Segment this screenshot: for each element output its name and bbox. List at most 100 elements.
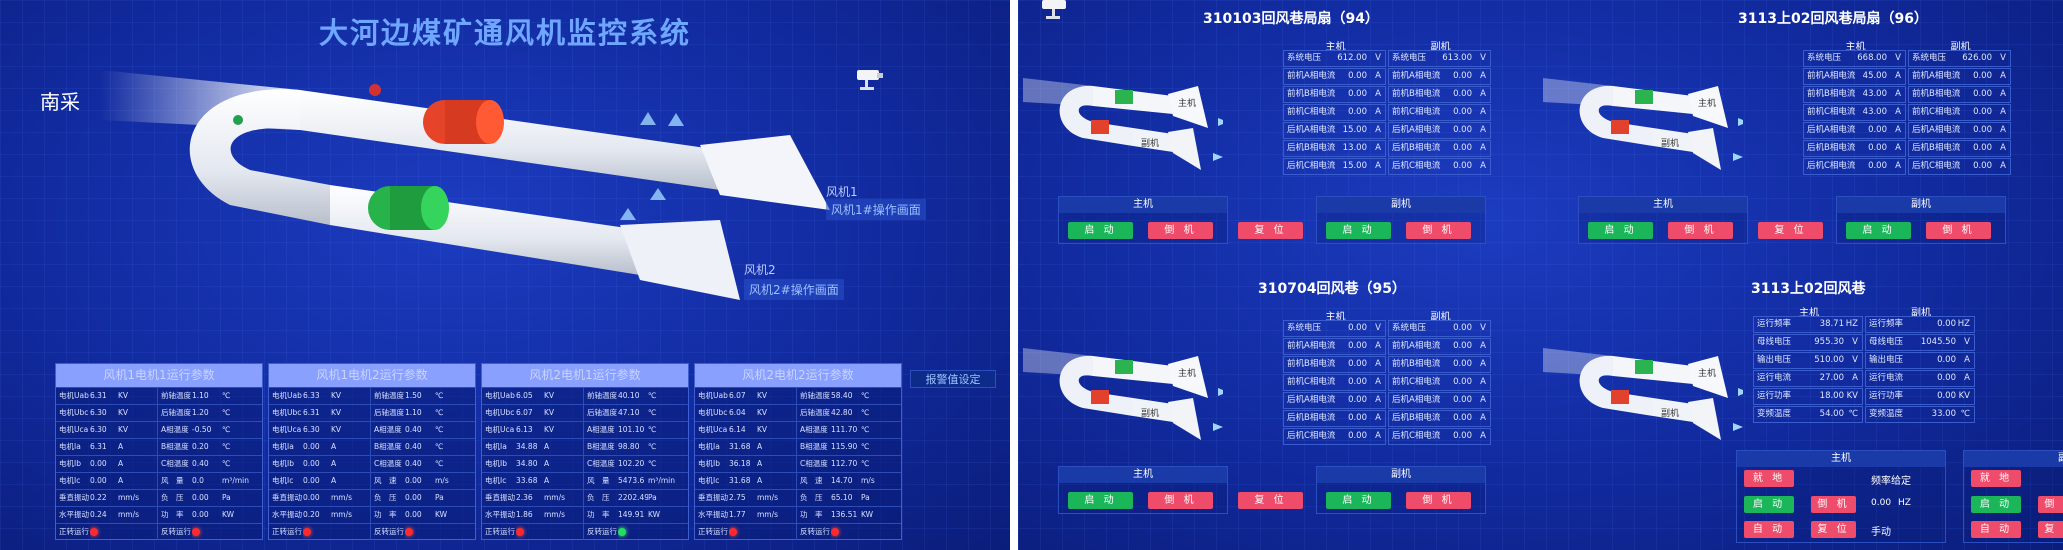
param-name: 前机A相电流 — [1392, 71, 1441, 81]
param-value: 955.30 — [1814, 337, 1844, 347]
param-name: 电机Uca — [272, 425, 302, 434]
param-name: 前轴温度 — [800, 391, 830, 400]
param-unit: A — [1480, 125, 1486, 135]
main-start-button[interactable]: 启 动 — [1744, 496, 1794, 513]
param-value: 0.00 — [405, 493, 422, 502]
param-name: 风 速 — [374, 476, 397, 485]
param-value: 0.00 — [405, 476, 422, 485]
param-unit: Pa — [222, 493, 231, 502]
fan-aux-tag: 副机 — [1141, 139, 1160, 149]
control-header: 副机 — [1837, 197, 2005, 213]
forward-run-indicator-icon — [516, 528, 524, 536]
param-unit: A — [2000, 143, 2006, 153]
param-value: 65.10 — [831, 493, 853, 502]
aux-auto-button[interactable]: 自 动 — [1971, 521, 2021, 538]
aux-reset-button[interactable]: 复 位 — [2038, 521, 2063, 538]
param-unit: ℃ — [222, 408, 231, 417]
param-value: 6.31 — [90, 391, 107, 400]
param-unit: A — [1480, 89, 1486, 99]
main-local-button[interactable]: 就 地 — [1744, 470, 1794, 487]
aux-switch-button[interactable]: 倒 机 — [2038, 496, 2063, 513]
main-switch-button[interactable]: 倒 机 — [1148, 492, 1213, 509]
param-value: 612.00 — [1337, 53, 1367, 63]
aux-start-button[interactable]: 启 动 — [1326, 222, 1391, 239]
reset-button[interactable]: 复 位 — [1758, 222, 1823, 239]
param-unit: A — [1895, 71, 1901, 81]
param-name: 前机B相电流 — [1287, 359, 1336, 369]
param-unit: V — [1375, 323, 1381, 333]
main-reset-button[interactable]: 复 位 — [1811, 521, 1856, 538]
param-value: 2.75 — [729, 493, 746, 502]
param-value: 0.00 — [1973, 143, 1992, 153]
reset-button[interactable]: 复 位 — [1238, 492, 1303, 509]
param-unit: A — [1895, 143, 1901, 153]
main-switch-button[interactable]: 倒 机 — [1148, 222, 1213, 239]
fan2-label: 风机2 — [744, 263, 776, 277]
param-value: 0.00 — [1937, 391, 1956, 401]
param-value: 0.00 — [1453, 341, 1472, 351]
param-unit: ℃ — [648, 391, 657, 400]
param-unit: KW — [861, 510, 874, 519]
reset-button[interactable]: 复 位 — [1238, 222, 1303, 239]
param-value: 0.00 — [1453, 71, 1472, 81]
param-value: 6.05 — [516, 391, 533, 400]
param-value: 33.68 — [516, 476, 538, 485]
param-header-aux: 副机 — [1430, 312, 1451, 323]
param-unit: V — [1852, 337, 1858, 347]
aux-switch-button[interactable]: 倒 机 — [1926, 222, 1991, 239]
param-name: 电机Ia — [698, 442, 720, 451]
param-name: 反转运行 — [374, 527, 404, 536]
param-unit: KV — [544, 388, 584, 404]
param-name: 后轴温度 — [161, 408, 191, 417]
fan-main-tag: 主机 — [1178, 99, 1197, 109]
main-switch-button[interactable]: 倒 机 — [1668, 222, 1733, 239]
aux-start-button[interactable]: 启 动 — [1326, 492, 1391, 509]
alarm-setting-button[interactable]: 报警值设定 — [910, 370, 996, 388]
param-name: 电机Uca — [485, 425, 515, 434]
param-name: 变频温度 — [1757, 409, 1792, 419]
param-name: B相温度 — [374, 442, 402, 451]
main-auto-button[interactable]: 自 动 — [1744, 521, 1794, 538]
param-name: 电机Ib — [59, 459, 81, 468]
main-start-button[interactable]: 启 动 — [1588, 222, 1653, 239]
param-name: 前机B相电流 — [1807, 89, 1856, 99]
main-start-button[interactable]: 启 动 — [1068, 492, 1133, 509]
main-start-button[interactable]: 启 动 — [1068, 222, 1133, 239]
main-switch-button[interactable]: 倒 机 — [1811, 496, 1856, 513]
aux-start-button[interactable]: 启 动 — [1846, 222, 1911, 239]
aux-local-button[interactable]: 就 地 — [1971, 470, 2021, 487]
param-value: 6.13 — [516, 425, 533, 434]
param-value: 45.00 — [1862, 71, 1887, 81]
param-name: 电机Ib — [485, 459, 507, 468]
param-name: 电机Ubc — [698, 408, 728, 417]
param-name: 电机Ic — [272, 476, 294, 485]
param-unit: KV — [1958, 391, 1970, 401]
aux-switch-button[interactable]: 倒 机 — [1406, 222, 1471, 239]
fan-main-tag: 主机 — [1698, 99, 1717, 109]
param-value: 0.00 — [1937, 373, 1956, 383]
fan2-operation-link[interactable]: 风机2#操作画面 — [744, 279, 844, 300]
param-value: 0.00 — [303, 493, 320, 502]
fan1-operation-link[interactable]: 风机1#操作画面 — [826, 199, 926, 220]
left-monitor-panel: 大河边煤矿通风机监控系统 南采 — [0, 0, 1010, 550]
param-name: B相温度 — [587, 442, 615, 451]
aux-start-button[interactable]: 启 动 — [1971, 496, 2021, 513]
param-unit: ℃ — [435, 442, 444, 451]
aux-switch-button[interactable]: 倒 机 — [1406, 492, 1471, 509]
